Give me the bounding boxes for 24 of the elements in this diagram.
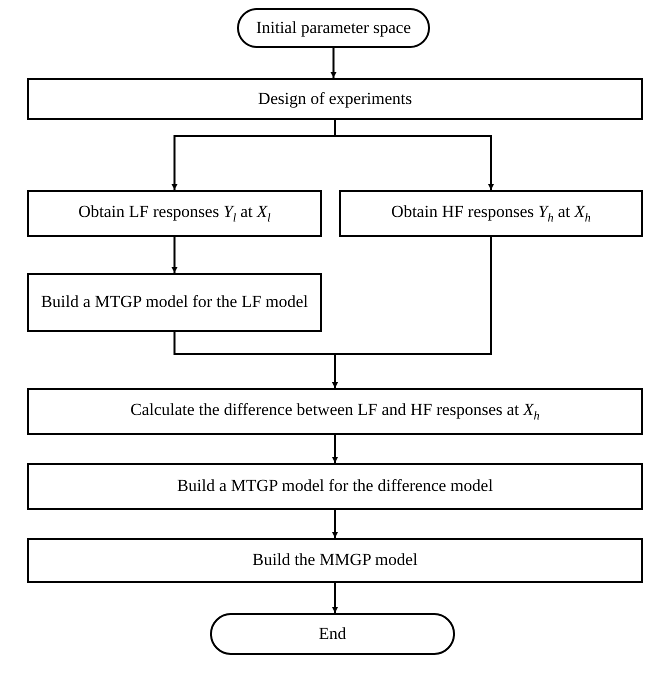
arrow [332,237,492,388]
step-text: Build a MTGP model for the LF model [40,292,308,313]
arrow [332,583,338,613]
process-box [27,538,643,583]
terminal-box [210,613,455,655]
arrow [172,237,178,273]
step-text: Initial parameter space [256,18,411,38]
step-text: Build a MTGP model for the difference model [177,476,493,497]
step-text: Calculate the difference between LF and HF responses at X$_{h}$ [130,400,540,423]
step-text: Build the MMGP model [252,550,418,571]
step-text: Design of experiments [258,88,412,110]
arrow [332,510,338,538]
step-text: Obtain LF responses Y$_{l}$ at X$_{l}$ [78,202,271,225]
arrow [332,435,338,463]
step-text: End [318,624,346,644]
process-box [27,190,322,237]
process-box [339,190,643,237]
process-box [27,388,643,435]
step-text: Obtain HF responses Y$_{h}$ at X$_{h}$ [391,202,591,225]
process-box [27,463,643,510]
process-box [27,78,643,120]
process-box [27,273,322,332]
terminal-box [237,8,430,48]
arrow [330,48,336,78]
